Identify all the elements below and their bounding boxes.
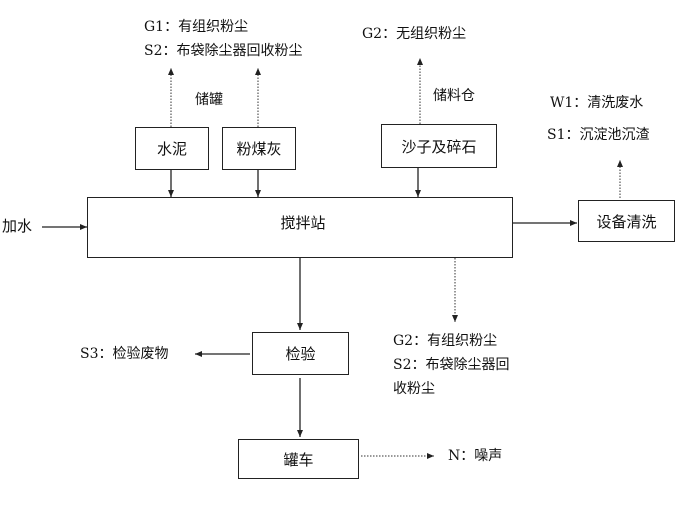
emission-g2-bottom: G2：有组织粉尘 <box>393 334 497 348</box>
node-tank-truck: 罐车 <box>238 439 359 479</box>
emission-g2-top-text: 无组织粉尘 <box>396 26 467 42</box>
node-sand-gravel-label: 沙子及碎石 <box>401 137 477 156</box>
emission-w1-text: 清洗废水 <box>587 95 644 111</box>
node-sand-gravel: 沙子及碎石 <box>381 124 497 168</box>
emission-s2-top-code: S2： <box>144 43 177 59</box>
emission-s2-bottom-text-1: 布袋除尘器回 <box>425 357 510 373</box>
emission-g1-text: 有组织粉尘 <box>178 19 249 35</box>
node-equipment-cleaning: 设备清洗 <box>578 200 675 242</box>
emission-g1: G1：有组织粉尘 <box>144 20 248 34</box>
emission-g2-top: G2：无组织粉尘 <box>362 27 466 41</box>
node-cement: 水泥 <box>135 127 209 170</box>
emission-w1: W1：清洗废水 <box>550 96 643 110</box>
node-mixing-station-label: 搅拌站 <box>280 214 326 232</box>
emission-g2-bottom-code: G2： <box>393 333 428 349</box>
emission-w1-code: W1： <box>550 95 588 111</box>
emission-s2-top-text: 布袋除尘器回收粉尘 <box>176 43 303 59</box>
node-flyash: 粉煤灰 <box>222 127 296 170</box>
emission-g2-bottom-text: 有组织粉尘 <box>427 333 498 349</box>
emission-s1-code: S1： <box>547 127 580 143</box>
emission-s3-code: S3： <box>80 346 113 362</box>
emission-noise-code: N： <box>448 448 475 464</box>
emission-g2-top-code: G2： <box>362 26 397 42</box>
node-mixing-station: 搅拌站 <box>87 197 513 258</box>
label-storage-tank: 储罐 <box>195 92 223 108</box>
node-equipment-cleaning-label: 设备清洗 <box>596 212 657 231</box>
emission-s1-text: 沉淀池沉渣 <box>579 127 650 143</box>
emission-s2-bottom-code: S2： <box>393 357 426 373</box>
emission-s2-bottom: S2：布袋除尘器回 <box>393 358 510 372</box>
emission-g1-code: G1： <box>144 19 179 35</box>
node-cement-label: 水泥 <box>156 140 187 158</box>
emission-s3: S3：检验废物 <box>80 347 169 361</box>
node-flyash-label: 粉煤灰 <box>236 140 282 158</box>
emission-s3-text: 检验废物 <box>112 346 169 362</box>
emission-s1: S1：沉淀池沉渣 <box>547 128 650 142</box>
emission-noise: N：噪声 <box>448 449 502 463</box>
node-inspection-label: 检验 <box>285 345 316 363</box>
label-add-water: 加水 <box>2 217 33 235</box>
emission-s2-bottom-cont: 收粉尘 <box>393 381 435 397</box>
node-inspection: 检验 <box>252 332 349 375</box>
node-tank-truck-label: 罐车 <box>283 450 314 469</box>
emission-noise-text: 噪声 <box>474 448 503 464</box>
label-storage-bin: 储料仓 <box>433 88 475 104</box>
emission-s2-top: S2：布袋除尘器回收粉尘 <box>144 44 303 58</box>
